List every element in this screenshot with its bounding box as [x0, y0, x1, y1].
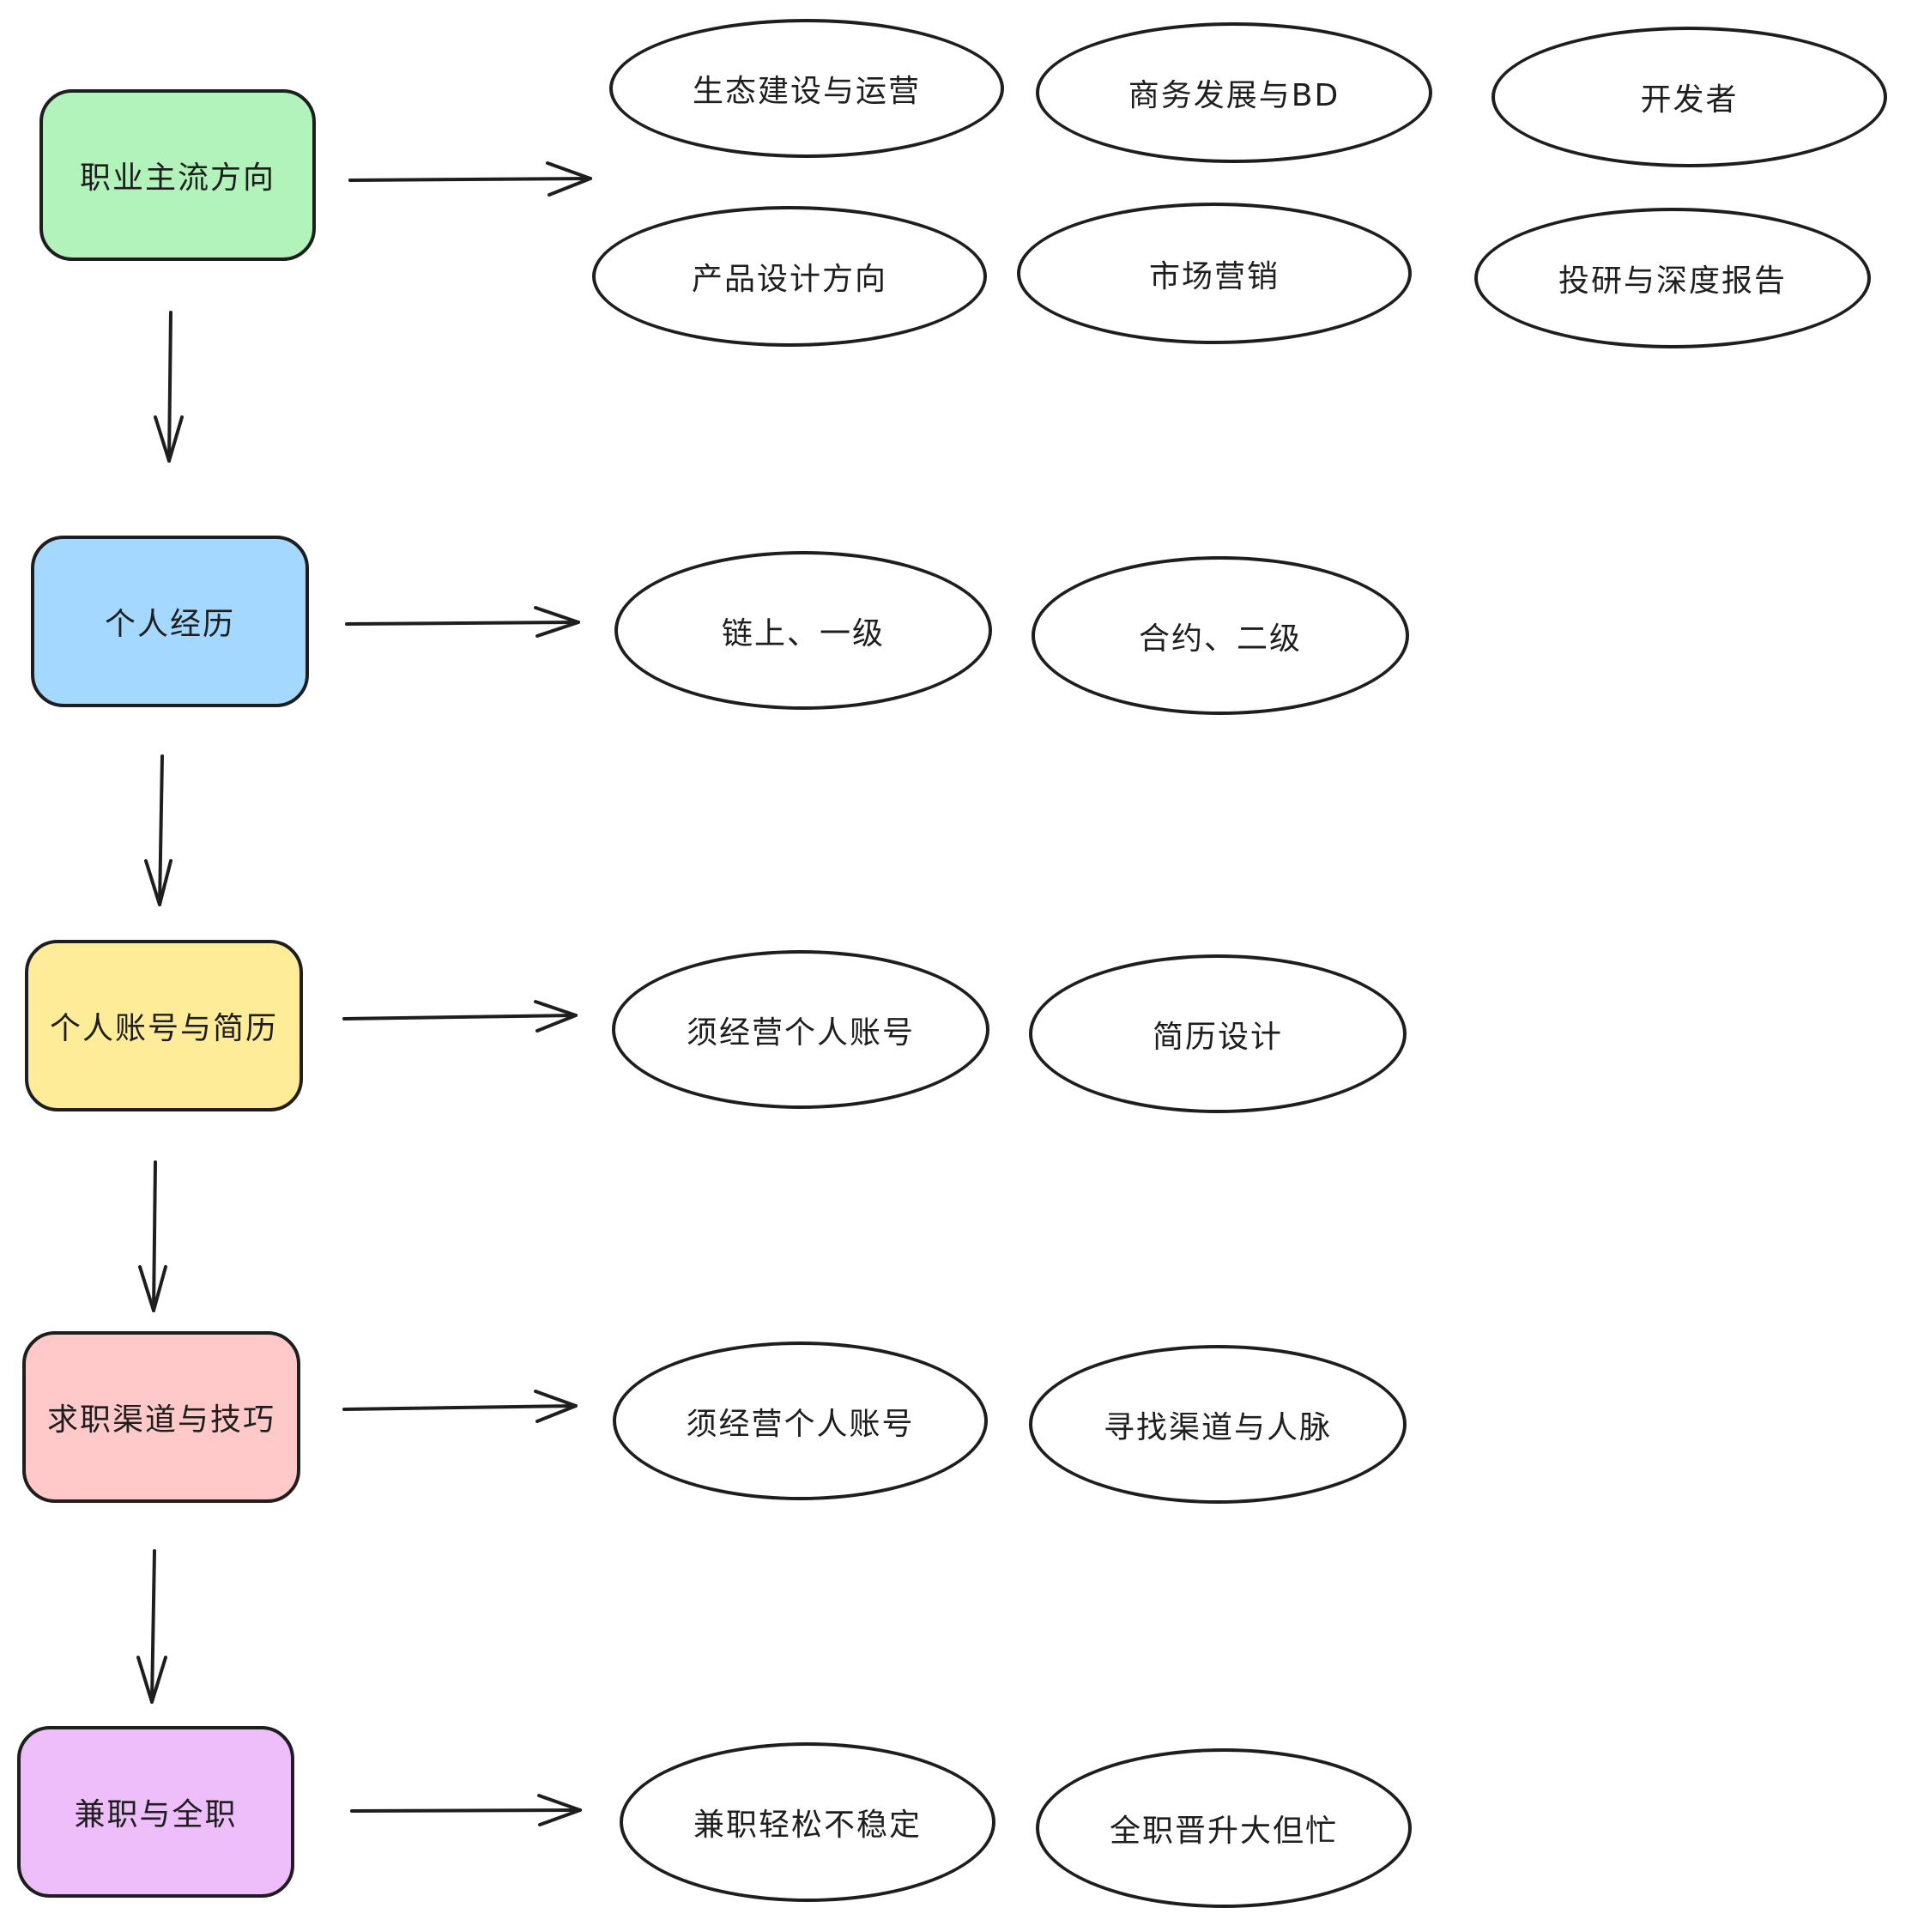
- outcome-label: 商务发展与BD: [1128, 78, 1340, 113]
- arrow-stage-3-to-stage-4: [138, 1160, 167, 1312]
- outcome-ecosystem-operations: 生态建设与运营: [609, 19, 1004, 158]
- arrow-stage-2-to-stage-3: [144, 754, 172, 906]
- outcome-label: 须经营个人账号: [686, 1014, 915, 1051]
- stage-box-career-directions: 职业主流方向: [39, 89, 316, 261]
- stage-box-personal-experience: 个人经历: [31, 536, 309, 707]
- outcome-marketing: 市场营销: [1017, 203, 1412, 344]
- stage-label: 个人账号与简历: [49, 1011, 278, 1046]
- outcome-label: 全职晋升大但忙: [1109, 1814, 1338, 1849]
- outcome-label: 链上、一级: [721, 615, 885, 651]
- outcome-onchain-primary: 链上、一级: [614, 551, 992, 710]
- arrow-stage-5-to-outcomes: [350, 1794, 582, 1826]
- outcome-find-channels-network: 寻找渠道与人脉: [1029, 1345, 1407, 1504]
- outcome-fulltime-growth-busy: 全职晋升大但忙: [1036, 1748, 1412, 1908]
- stage-label: 兼职与全职: [74, 1797, 238, 1832]
- outcome-resume-design: 简历设计: [1029, 954, 1407, 1113]
- outcome-label: 投研与深度报告: [1558, 263, 1787, 299]
- stage-box-job-channels: 求职渠道与技巧: [22, 1331, 300, 1503]
- outcome-label: 合约、二级: [1138, 621, 1302, 657]
- outcome-business-development: 商务发展与BD: [1036, 22, 1432, 163]
- arrow-stage-4-to-stage-5: [136, 1549, 167, 1704]
- arrow-stage-2-to-outcomes: [345, 606, 580, 638]
- arrow-stage-4-to-outcomes: [342, 1390, 578, 1423]
- outcome-manage-personal-account: 须经营个人账号: [612, 950, 989, 1109]
- outcome-manage-personal-account: 须经营个人账号: [613, 1341, 988, 1500]
- arrow-stage-1-to-stage-2: [154, 311, 184, 463]
- outcome-label: 生态建设与运营: [692, 74, 921, 109]
- outcome-label: 兼职轻松不稳定: [693, 1808, 922, 1843]
- stage-label: 求职渠道与技巧: [46, 1402, 275, 1438]
- outcome-developer: 开发者: [1491, 27, 1887, 167]
- outcome-contracts-secondary: 合约、二级: [1032, 556, 1409, 715]
- stage-label: 职业主流方向: [79, 160, 275, 196]
- outcome-label: 简历设计: [1152, 1019, 1283, 1055]
- outcome-label: 须经营个人账号: [686, 1406, 915, 1442]
- stage-box-parttime-fulltime: 兼职与全职: [17, 1726, 294, 1898]
- arrow-stage-3-to-outcomes: [342, 1000, 578, 1033]
- outcome-label: 寻找渠道与人脉: [1103, 1409, 1332, 1445]
- outcome-label: 产品设计方向: [691, 262, 887, 297]
- stage-label: 个人经历: [104, 607, 235, 642]
- outcome-label: 开发者: [1640, 82, 1739, 118]
- outcome-parttime-easy-unstable: 兼职轻松不稳定: [620, 1742, 995, 1902]
- arrow-stage-1-to-outcomes: [348, 161, 592, 197]
- outcome-research-reports: 投研与深度报告: [1474, 208, 1871, 348]
- outcome-product-design: 产品设计方向: [592, 206, 987, 347]
- stage-box-account-and-resume: 个人账号与简历: [25, 940, 303, 1111]
- outcome-label: 市场营销: [1148, 258, 1280, 294]
